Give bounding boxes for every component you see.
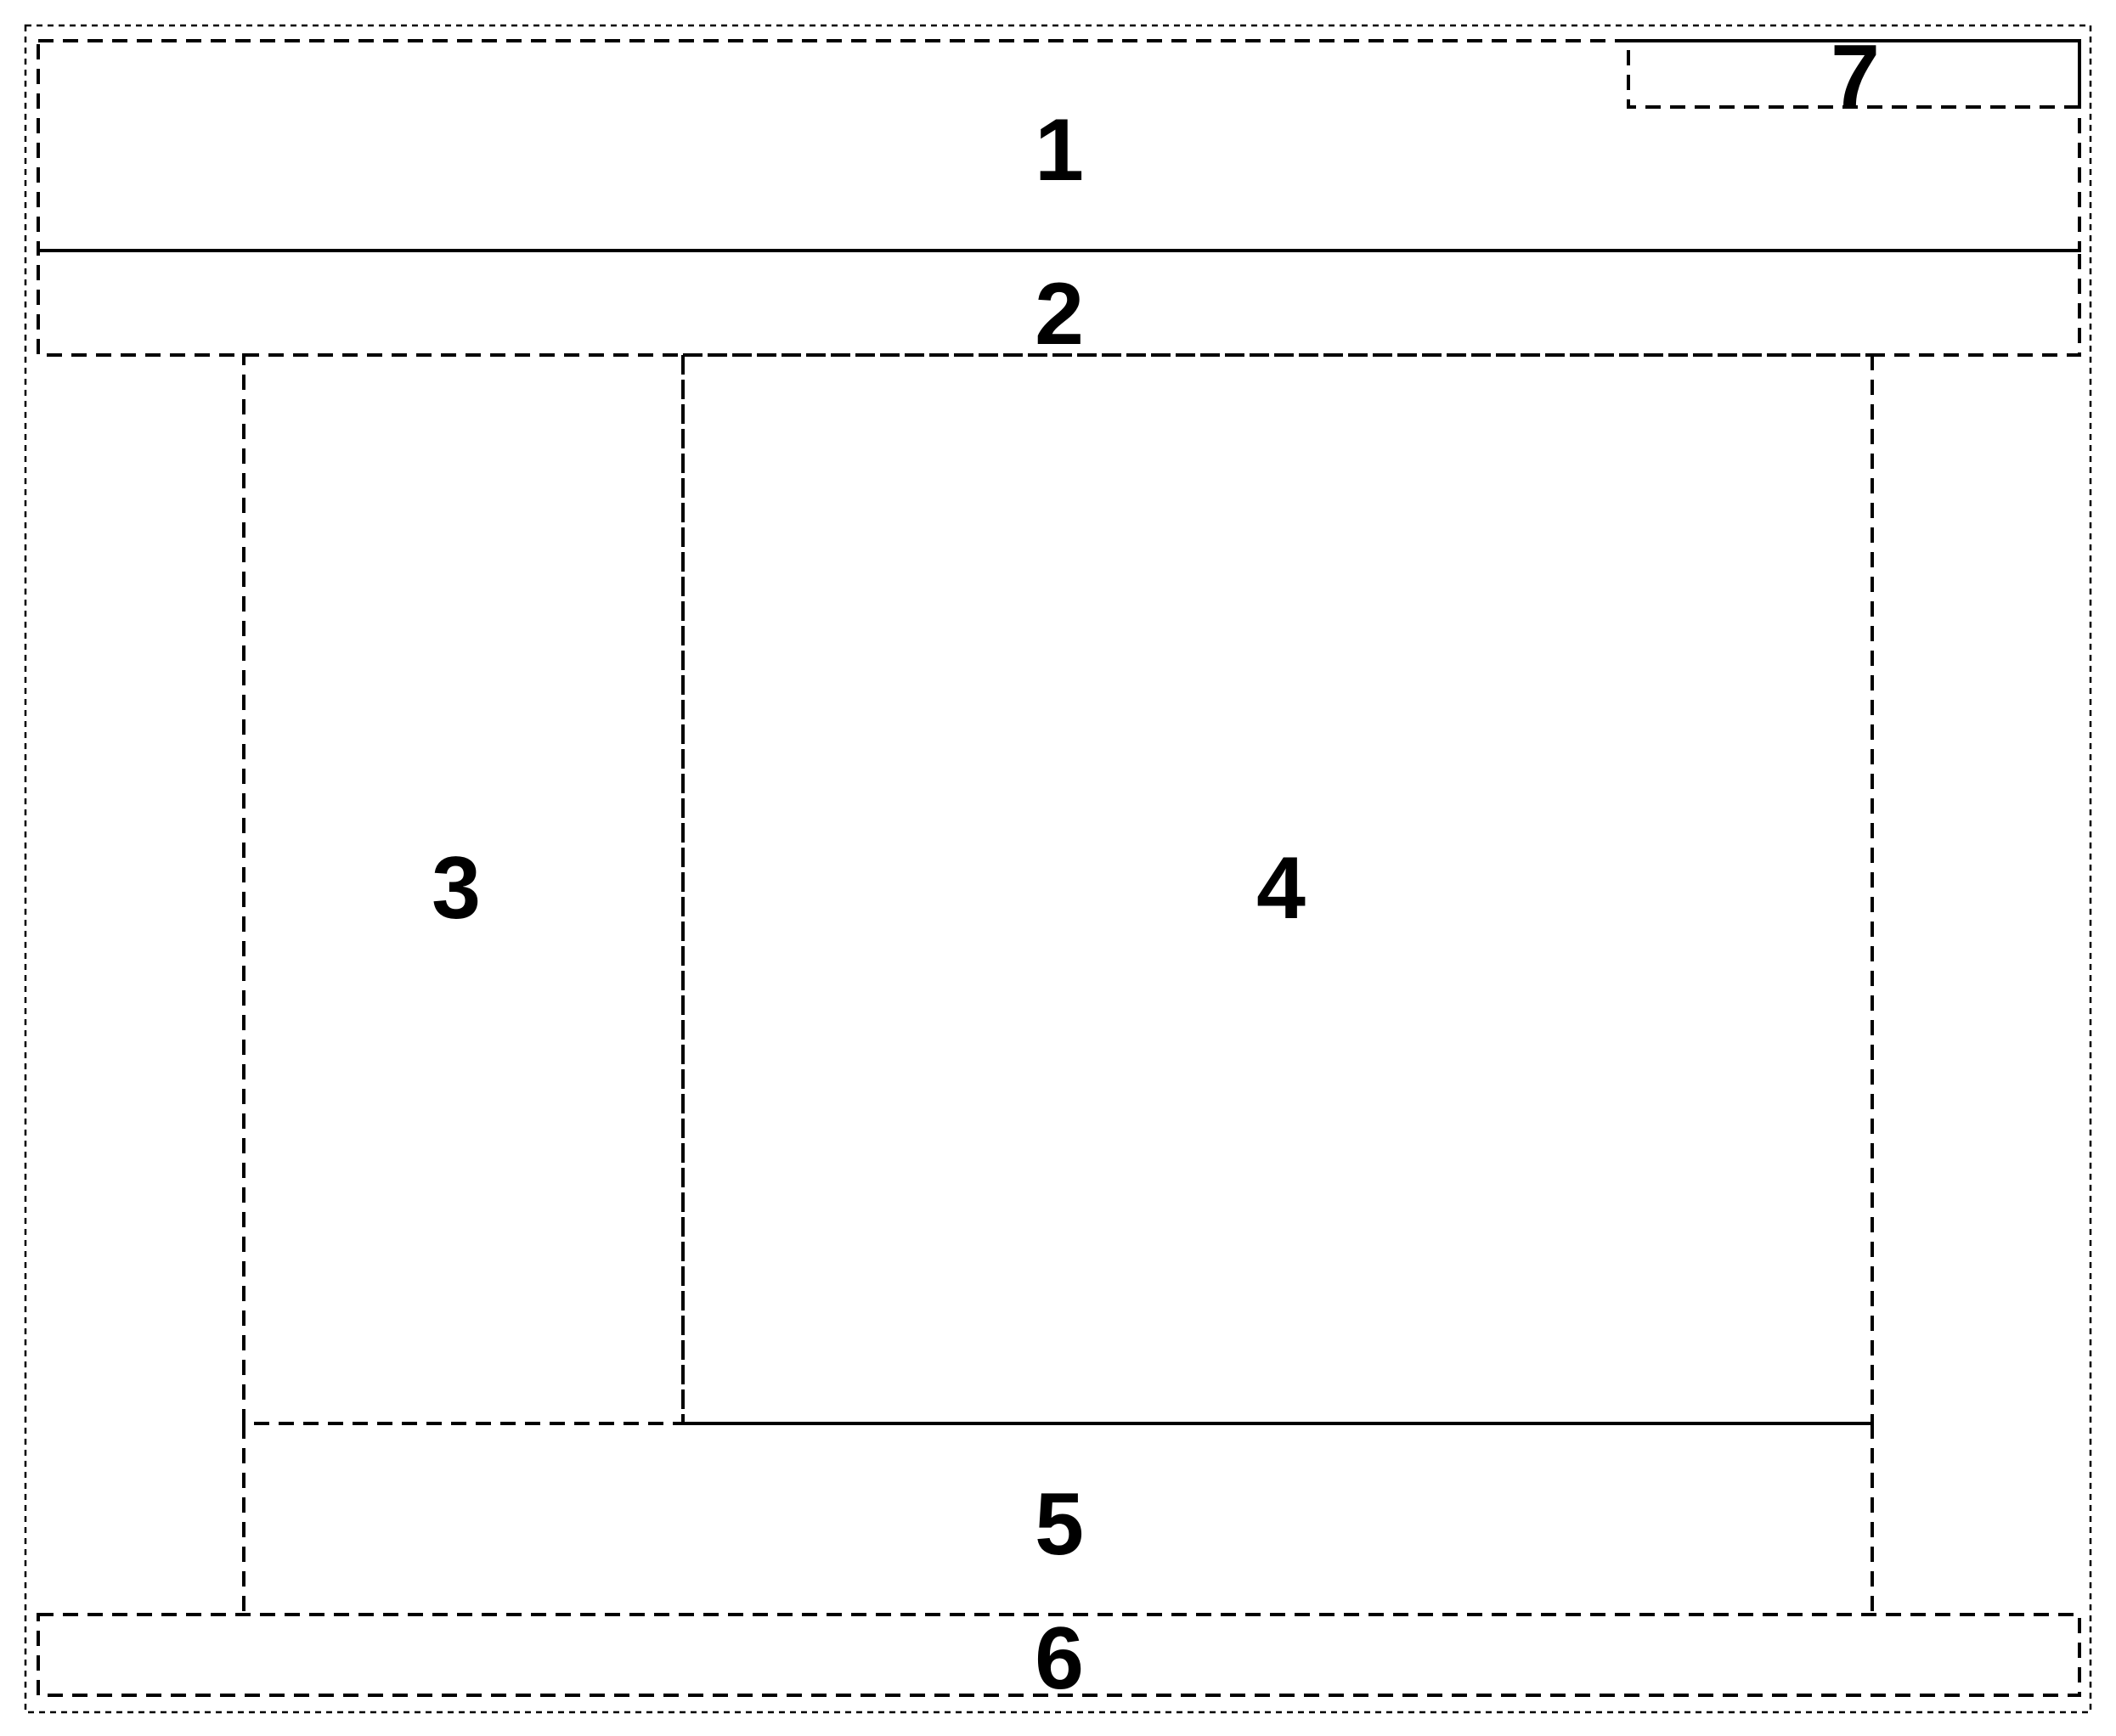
- region-1-label: 1: [1035, 101, 1084, 200]
- region-5-box: [242, 1423, 1874, 1615]
- region-6-box: [37, 1613, 2081, 1697]
- region-2-label: 2: [1035, 265, 1084, 364]
- region-3-box: [242, 353, 685, 1425]
- region-4-box: [681, 353, 1874, 1425]
- region-5-label: 5: [1035, 1475, 1084, 1574]
- region-7-label: 7: [1831, 27, 1880, 126]
- region-4-label: 4: [1256, 839, 1306, 938]
- region-1-box: [37, 39, 2081, 252]
- region-6-label: 6: [1035, 1609, 1084, 1708]
- outer-frame-border: [24, 24, 2092, 1714]
- region-7-box: [1627, 39, 2081, 109]
- region-3-label: 3: [432, 839, 481, 938]
